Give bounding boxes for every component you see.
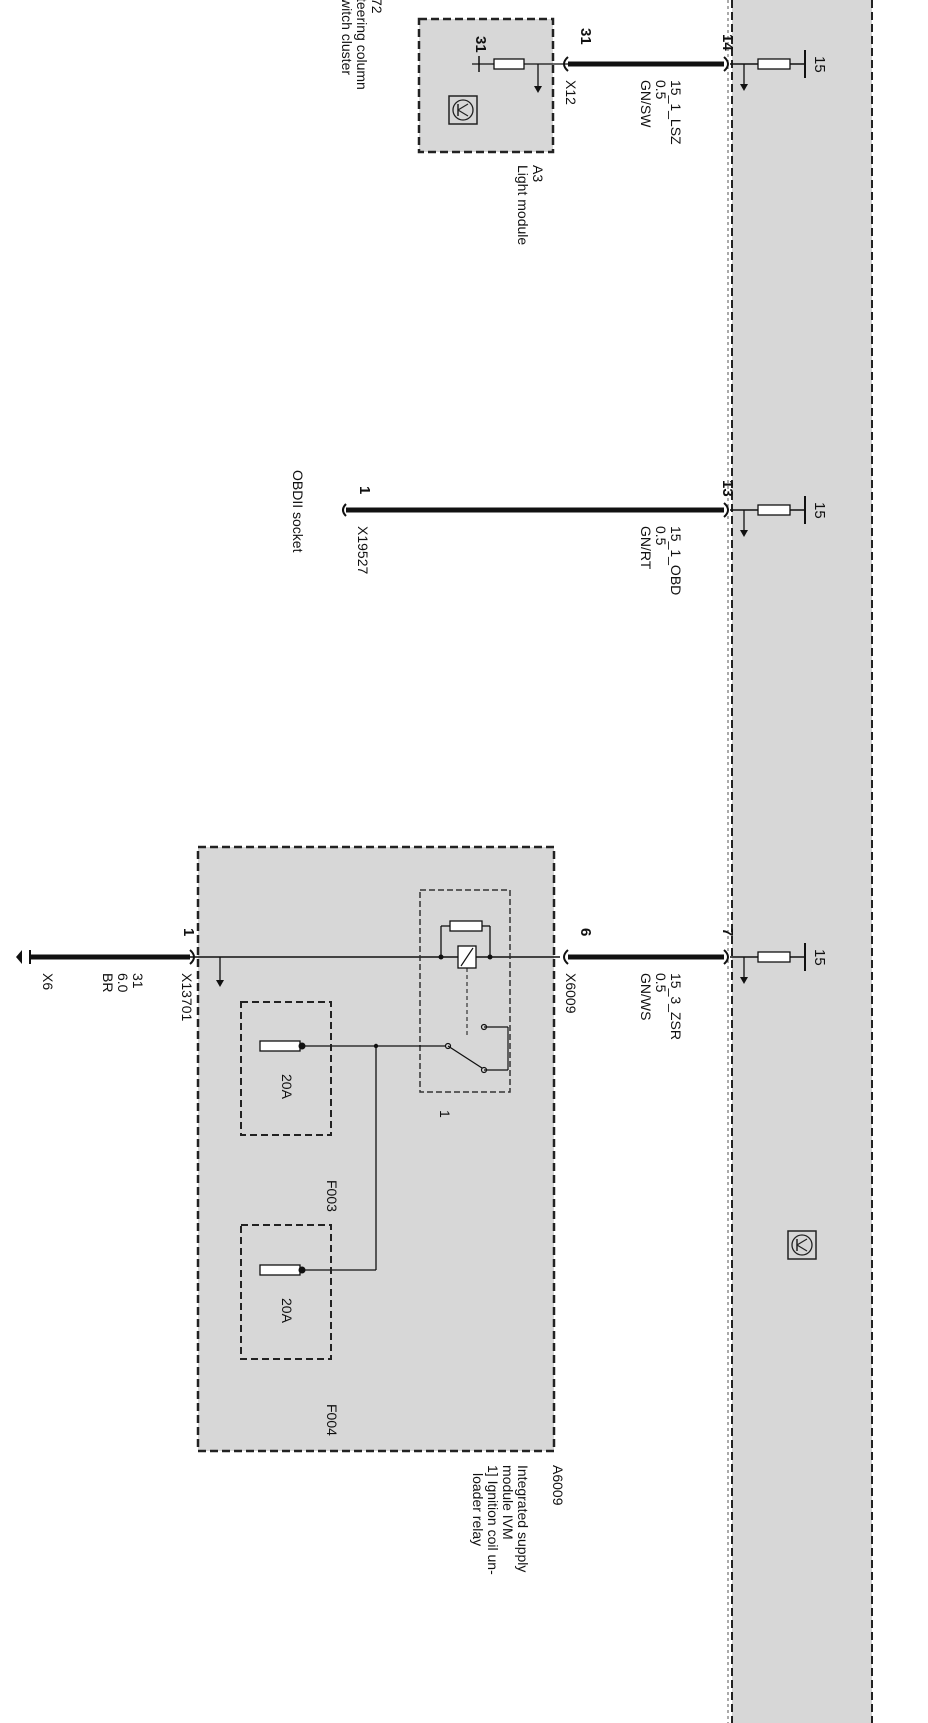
light-module: 31 X12 A3 Light module xyxy=(417,17,579,245)
relay-label: 1 xyxy=(437,1110,453,1118)
wire-obd-color: GN/RT xyxy=(638,526,654,570)
ism-module-name-2: module IVM xyxy=(500,1465,516,1540)
wire-zsr-module-pin: 6 xyxy=(577,928,594,936)
steering-column-label: 72 teering column witch cluster xyxy=(339,0,385,90)
obd-socket: 1 X19527 OBDII socket xyxy=(290,470,373,574)
light-module-transistor-icon xyxy=(448,95,478,125)
fuse-f004-id: F004 xyxy=(324,1404,340,1436)
bus-label-7: 15 xyxy=(811,949,828,966)
ground-color: BR xyxy=(100,973,116,992)
wire-zsr: 7 6 15_3_ZSR 0.5 GN/WS X6009 xyxy=(563,928,736,1040)
bus-terminal-7: 15 xyxy=(730,943,828,984)
bus-module-transistor-icon xyxy=(787,1230,817,1260)
ism-module-id: A6009 xyxy=(550,1465,566,1506)
light-module-box xyxy=(417,17,555,154)
wire-lsz-color: GN/SW xyxy=(638,80,654,128)
wire-ground: 1 X13701 31 6.0 BR X6 xyxy=(16,928,197,1021)
ism-module-note-1: 1] Ignition coil un- xyxy=(485,1465,501,1575)
fuse-f003-id: F003 xyxy=(324,1180,340,1212)
ism-module-out-pin: 1 xyxy=(180,928,197,936)
bus-module-box xyxy=(732,0,872,1723)
bus-label-13: 15 xyxy=(811,502,828,519)
ism-module: 1 20A F003 20A F004 A6009 Integrated sup… xyxy=(190,845,566,1575)
light-module-ground-pin: 31 xyxy=(472,36,489,53)
ism-module-name-1: Integrated supply xyxy=(515,1465,531,1572)
wire-lsz-circuit: 15_1_LSZ xyxy=(668,80,684,145)
bus-label-14: 15 xyxy=(811,56,828,73)
wire-obd: 13 15_1_OBD 0.5 GN/RT xyxy=(342,480,736,595)
wire-zsr-circuit: 15_3_ZSR xyxy=(668,973,684,1040)
ground-circuit: 31 xyxy=(130,973,146,989)
bus-terminal-13: 15 xyxy=(730,496,828,537)
fuse-f004-rating: 20A xyxy=(279,1298,295,1324)
ism-module-out-connector: X13701 xyxy=(179,973,195,1021)
ground-connector: X6 xyxy=(40,973,56,990)
wire-lsz: 14 31 15_1_LSZ 0.5 GN/SW xyxy=(563,28,736,145)
obd-socket-pin: 1 xyxy=(356,486,373,494)
steering-column-name-2: witch cluster xyxy=(339,0,355,75)
wire-lsz-module-pin: 31 xyxy=(577,28,594,45)
ism-module-note-2: loader relay xyxy=(470,1473,486,1546)
wire-lsz-gauge: 0.5 xyxy=(653,80,669,100)
wire-obd-gauge: 0.5 xyxy=(653,526,669,546)
light-module-name: Light module xyxy=(515,165,531,245)
wire-zsr-gauge: 0.5 xyxy=(653,973,669,993)
obd-socket-id: X19527 xyxy=(355,526,371,574)
bus-terminal-14: 15 xyxy=(730,50,828,91)
fuse-f003: 20A F003 xyxy=(240,1001,340,1212)
wire-obd-bus-pin: 13 xyxy=(719,480,736,497)
light-module-id: A3 xyxy=(530,165,546,182)
ground-gauge: 6.0 xyxy=(115,973,131,993)
steering-column-id: 72 xyxy=(369,0,385,14)
wire-obd-circuit: 15_1_OBD xyxy=(668,526,684,595)
wire-zsr-bus-pin: 7 xyxy=(719,928,736,936)
relay-box xyxy=(419,889,511,1093)
fuse-f004: 20A F004 xyxy=(240,1224,340,1436)
wire-zsr-color: GN/WS xyxy=(638,973,654,1020)
steering-column-name-1: teering column xyxy=(354,0,370,90)
light-module-connector: X12 xyxy=(563,80,579,105)
wire-zsr-connector: X6009 xyxy=(563,973,579,1014)
obd-socket-name: OBDII socket xyxy=(290,470,306,553)
fuse-f003-rating: 20A xyxy=(279,1074,295,1100)
wire-lsz-bus-pin: 14 xyxy=(719,34,736,51)
